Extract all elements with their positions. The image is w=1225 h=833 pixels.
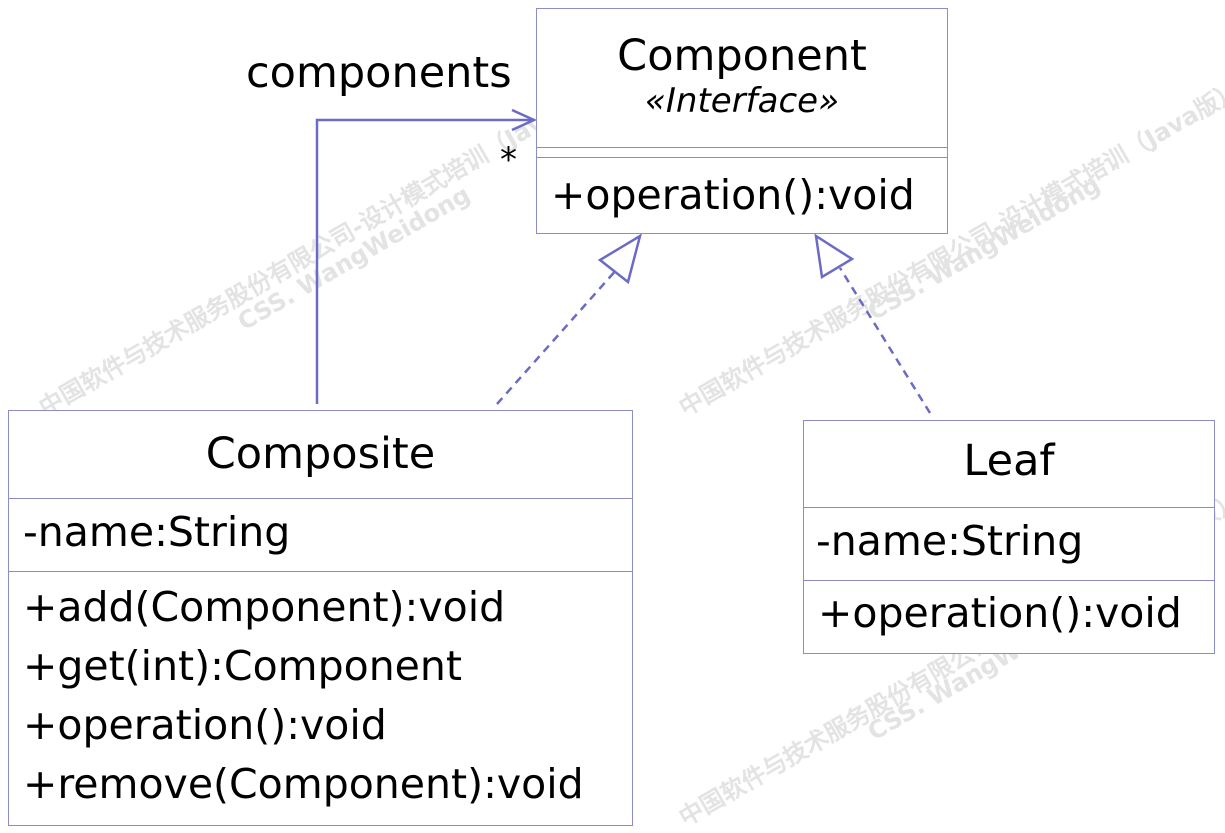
association-role-label: components (246, 48, 512, 98)
realization-arrowhead-composite (597, 233, 642, 285)
operation-row: +remove(Component):void (23, 760, 584, 808)
class-component-attributes (537, 147, 947, 157)
class-component-operations: +operation():void (537, 157, 947, 220)
class-name: Composite (205, 429, 436, 479)
class-component[interactable]: Component «Interface» +operation():void (536, 8, 948, 234)
class-composite-attributes: -name:String (9, 498, 632, 571)
association-multiplicity: * (500, 140, 517, 180)
attribute-row: -name:String (816, 517, 1084, 565)
class-stereotype: «Interface» (644, 81, 840, 121)
class-leaf-attributes: -name:String (804, 507, 1214, 580)
class-composite[interactable]: Composite -name:String +add(Component):v… (8, 410, 633, 826)
association-arrowhead (511, 108, 538, 132)
class-composite-header: Composite (9, 411, 632, 498)
class-composite-operations: +add(Component):void +get(int):Component… (9, 571, 632, 814)
class-name: Component (617, 31, 867, 81)
class-component-header: Component «Interface» (537, 9, 947, 147)
class-leaf-header: Leaf (804, 421, 1214, 507)
operation-row: +operation():void (23, 701, 387, 749)
realization-line-composite (496, 267, 619, 405)
attribute-row: -name:String (23, 508, 291, 556)
operation-row: +operation():void (818, 589, 1182, 637)
operation-row: +get(int):Component (23, 642, 462, 690)
association-line (315, 118, 534, 404)
class-name: Leaf (963, 436, 1055, 486)
operation-row: +add(Component):void (23, 583, 506, 631)
class-leaf[interactable]: Leaf -name:String +operation():void (803, 420, 1215, 654)
operation-row: +operation():void (551, 171, 915, 219)
realization-line-leaf (838, 267, 932, 414)
class-leaf-operations: +operation():void (804, 580, 1214, 639)
realization-arrowhead-leaf (814, 233, 855, 280)
